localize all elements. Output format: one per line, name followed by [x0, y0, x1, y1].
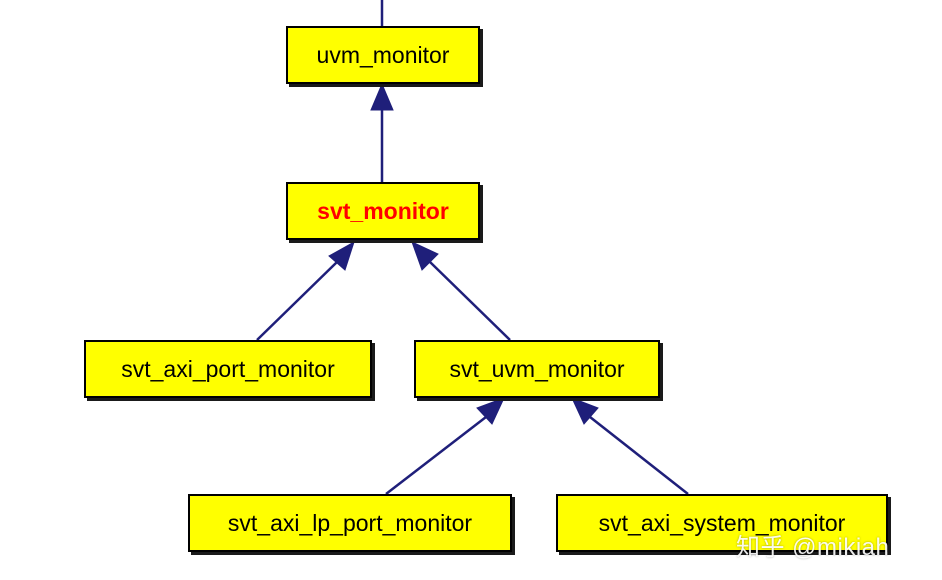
arrowhead-svt-uvm-monitor-right	[571, 397, 599, 425]
arrowhead-svt-uvm-monitor-left	[476, 397, 505, 425]
node-svt-axi-system-monitor[interactable]: svt_axi_system_monitor	[556, 494, 888, 552]
arrowhead-svt-monitor-left	[328, 240, 355, 271]
edge-svt-axi-lp-port-monitor-to-svt-uvm-monitor	[385, 416, 487, 495]
edge-svt-axi-port-monitor-to-svt-monitor	[256, 261, 338, 341]
edge-svt-uvm-monitor-to-svt-monitor	[429, 261, 511, 341]
node-svt-axi-lp-port-monitor[interactable]: svt_axi_lp_port_monitor	[188, 494, 512, 552]
edge-svt-axi-system-monitor-to-svt-uvm-monitor	[589, 416, 689, 495]
node-svt-axi-port-monitor[interactable]: svt_axi_port_monitor	[84, 340, 372, 398]
arrowhead-svt-monitor-right	[411, 241, 439, 271]
arrowhead-uvm-monitor	[370, 82, 394, 111]
node-svt-uvm-monitor[interactable]: svt_uvm_monitor	[414, 340, 660, 398]
node-uvm-monitor[interactable]: uvm_monitor	[286, 26, 480, 84]
node-svt-monitor[interactable]: svt_monitor	[286, 182, 480, 240]
